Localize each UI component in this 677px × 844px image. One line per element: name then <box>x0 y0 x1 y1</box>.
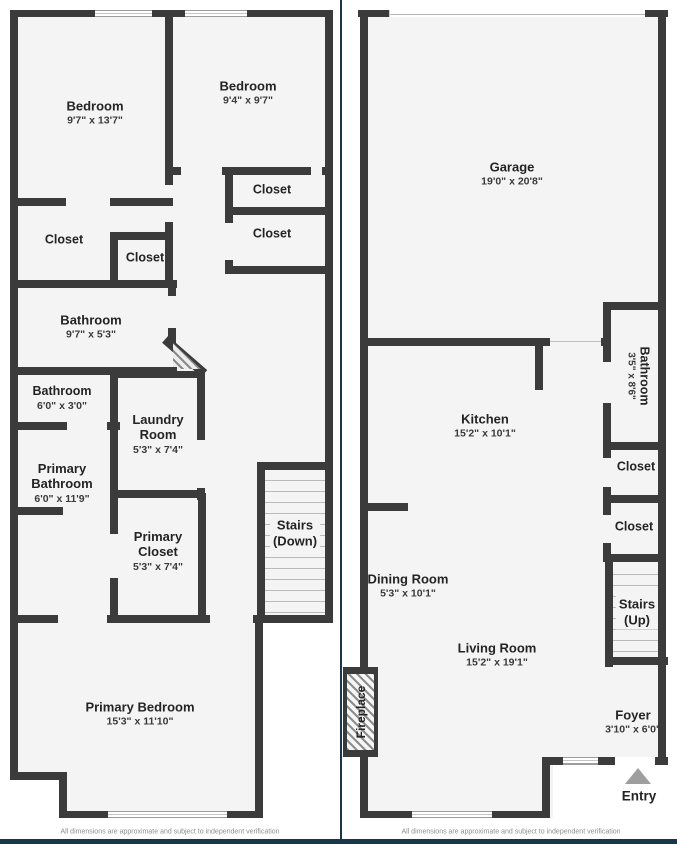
wall-segment <box>603 554 666 562</box>
wall-segment <box>110 490 205 498</box>
wall-segment <box>605 562 613 667</box>
wall-segment <box>603 503 611 515</box>
wall-segment <box>535 346 543 390</box>
wall-segment <box>368 338 550 346</box>
panel-divider <box>340 0 342 844</box>
room-label-closet: Closet <box>614 519 654 534</box>
wall-segment <box>322 167 333 175</box>
room-label-closet: Closet <box>616 459 656 474</box>
wall-segment <box>603 403 611 450</box>
wall-segment <box>110 232 173 240</box>
wall-segment <box>107 615 210 623</box>
wall-segment <box>257 462 333 470</box>
wall-segment <box>10 422 67 430</box>
stairs-up-label: Stairs (Up) <box>615 594 659 630</box>
disclaimer-text: All dimensions are approximate and subje… <box>60 828 280 836</box>
wall-segment <box>10 367 177 375</box>
room-label-primary-closet: Primary Closet 5'3" x 7'4" <box>133 528 183 573</box>
wall-segment <box>10 772 67 780</box>
room-label-garage: Garage 19'0" x 20'8" <box>481 159 543 188</box>
wall-segment <box>603 310 611 362</box>
wall-segment <box>10 280 177 288</box>
wall-segment <box>10 615 58 623</box>
room-label-closet: Closet <box>125 250 165 265</box>
wall-segment <box>603 450 611 458</box>
window <box>412 811 492 818</box>
disclaimer-text: All dimensions are approximate and subje… <box>401 828 621 836</box>
bottom-accent-bar <box>0 839 677 844</box>
wall-segment <box>110 198 173 206</box>
wall-segment <box>165 175 173 185</box>
room-label-laundry: Laundry Room 5'3" x 7'4" <box>132 411 184 456</box>
wall-segment <box>59 772 67 818</box>
room-label-closet: Closet <box>44 232 84 247</box>
wall-segment <box>368 503 408 511</box>
room-label-bathroom-small: Bathroom 6'0" x 3'0" <box>32 383 92 412</box>
room-label-closet: Closet <box>252 182 292 197</box>
wall-segment <box>645 10 668 17</box>
room-label-bedroom-1: Bedroom 9'7" x 13'7" <box>66 98 124 127</box>
wall-segment <box>225 175 233 223</box>
wall-segment <box>253 615 333 623</box>
room-label-primary-bedroom: Primary Bedroom 15'3" x 11'10" <box>85 699 195 728</box>
wall-segment <box>360 757 368 818</box>
wall-segment <box>168 288 176 296</box>
door-opening <box>550 341 601 342</box>
wall-segment <box>165 167 181 175</box>
wall-segment <box>358 10 389 17</box>
wall-segment <box>225 266 333 274</box>
wall-segment <box>165 10 173 175</box>
room-label-living: Living Room 15'2" x 19'1" <box>457 640 537 669</box>
wall-segment <box>542 757 550 818</box>
wall-segment <box>658 10 666 765</box>
wall-segment <box>110 371 205 378</box>
wall-segment <box>225 207 333 215</box>
wall-segment <box>110 578 118 623</box>
entry-label: Entry <box>621 788 657 804</box>
wall-segment <box>110 232 118 288</box>
wall-segment <box>197 372 205 440</box>
window <box>95 10 152 17</box>
wall-segment <box>603 543 611 562</box>
room-label-bathroom: Bathroom 9'7" x 5'3" <box>60 312 122 341</box>
garage-door <box>389 10 647 17</box>
room-label-closet: Closet <box>252 226 292 241</box>
wall-segment <box>18 198 66 206</box>
room-label-bedroom-2: Bedroom 9'4" x 9'7" <box>219 78 277 107</box>
floor-area <box>368 765 553 818</box>
wall-segment <box>222 167 311 175</box>
room-label-primary-bathroom: Primary Bathroom 6'0" x 11'9" <box>31 460 93 505</box>
window <box>563 757 598 765</box>
window <box>108 811 227 818</box>
entry-opening <box>615 757 655 765</box>
entry-arrow-icon <box>625 768 651 784</box>
wall-segment <box>603 442 666 450</box>
wall-segment <box>598 757 615 765</box>
room-label-bathroom-vertical: Bathroom 3'5" x 8'6" <box>625 346 652 406</box>
wall-segment <box>10 507 63 515</box>
fireplace-label: Fireplace <box>354 685 368 739</box>
wall-segment <box>198 493 206 623</box>
wall-segment <box>110 498 118 534</box>
window <box>185 10 247 17</box>
wall-segment <box>325 10 333 623</box>
wall-segment <box>165 222 173 288</box>
wall-segment <box>655 757 668 765</box>
wall-segment <box>257 462 265 623</box>
room-label-dining: Dining Room 5'3" x 10'1" <box>367 571 449 600</box>
fireplace-hatch <box>347 674 374 750</box>
wall-segment <box>255 615 263 818</box>
wall-segment <box>10 10 18 780</box>
wall-segment <box>110 368 118 493</box>
wall-segment <box>360 10 368 675</box>
room-label-foyer: Foyer 3'10" x 6'0" <box>605 707 661 736</box>
wall-segment <box>605 657 668 665</box>
stairs-down-label: Stairs (Down) <box>269 515 321 551</box>
wall-segment <box>542 757 563 765</box>
wall-segment <box>603 302 666 310</box>
wall-segment <box>168 328 176 346</box>
wall-segment <box>603 495 666 503</box>
room-label-kitchen: Kitchen 15'2" x 10'1" <box>454 411 516 440</box>
